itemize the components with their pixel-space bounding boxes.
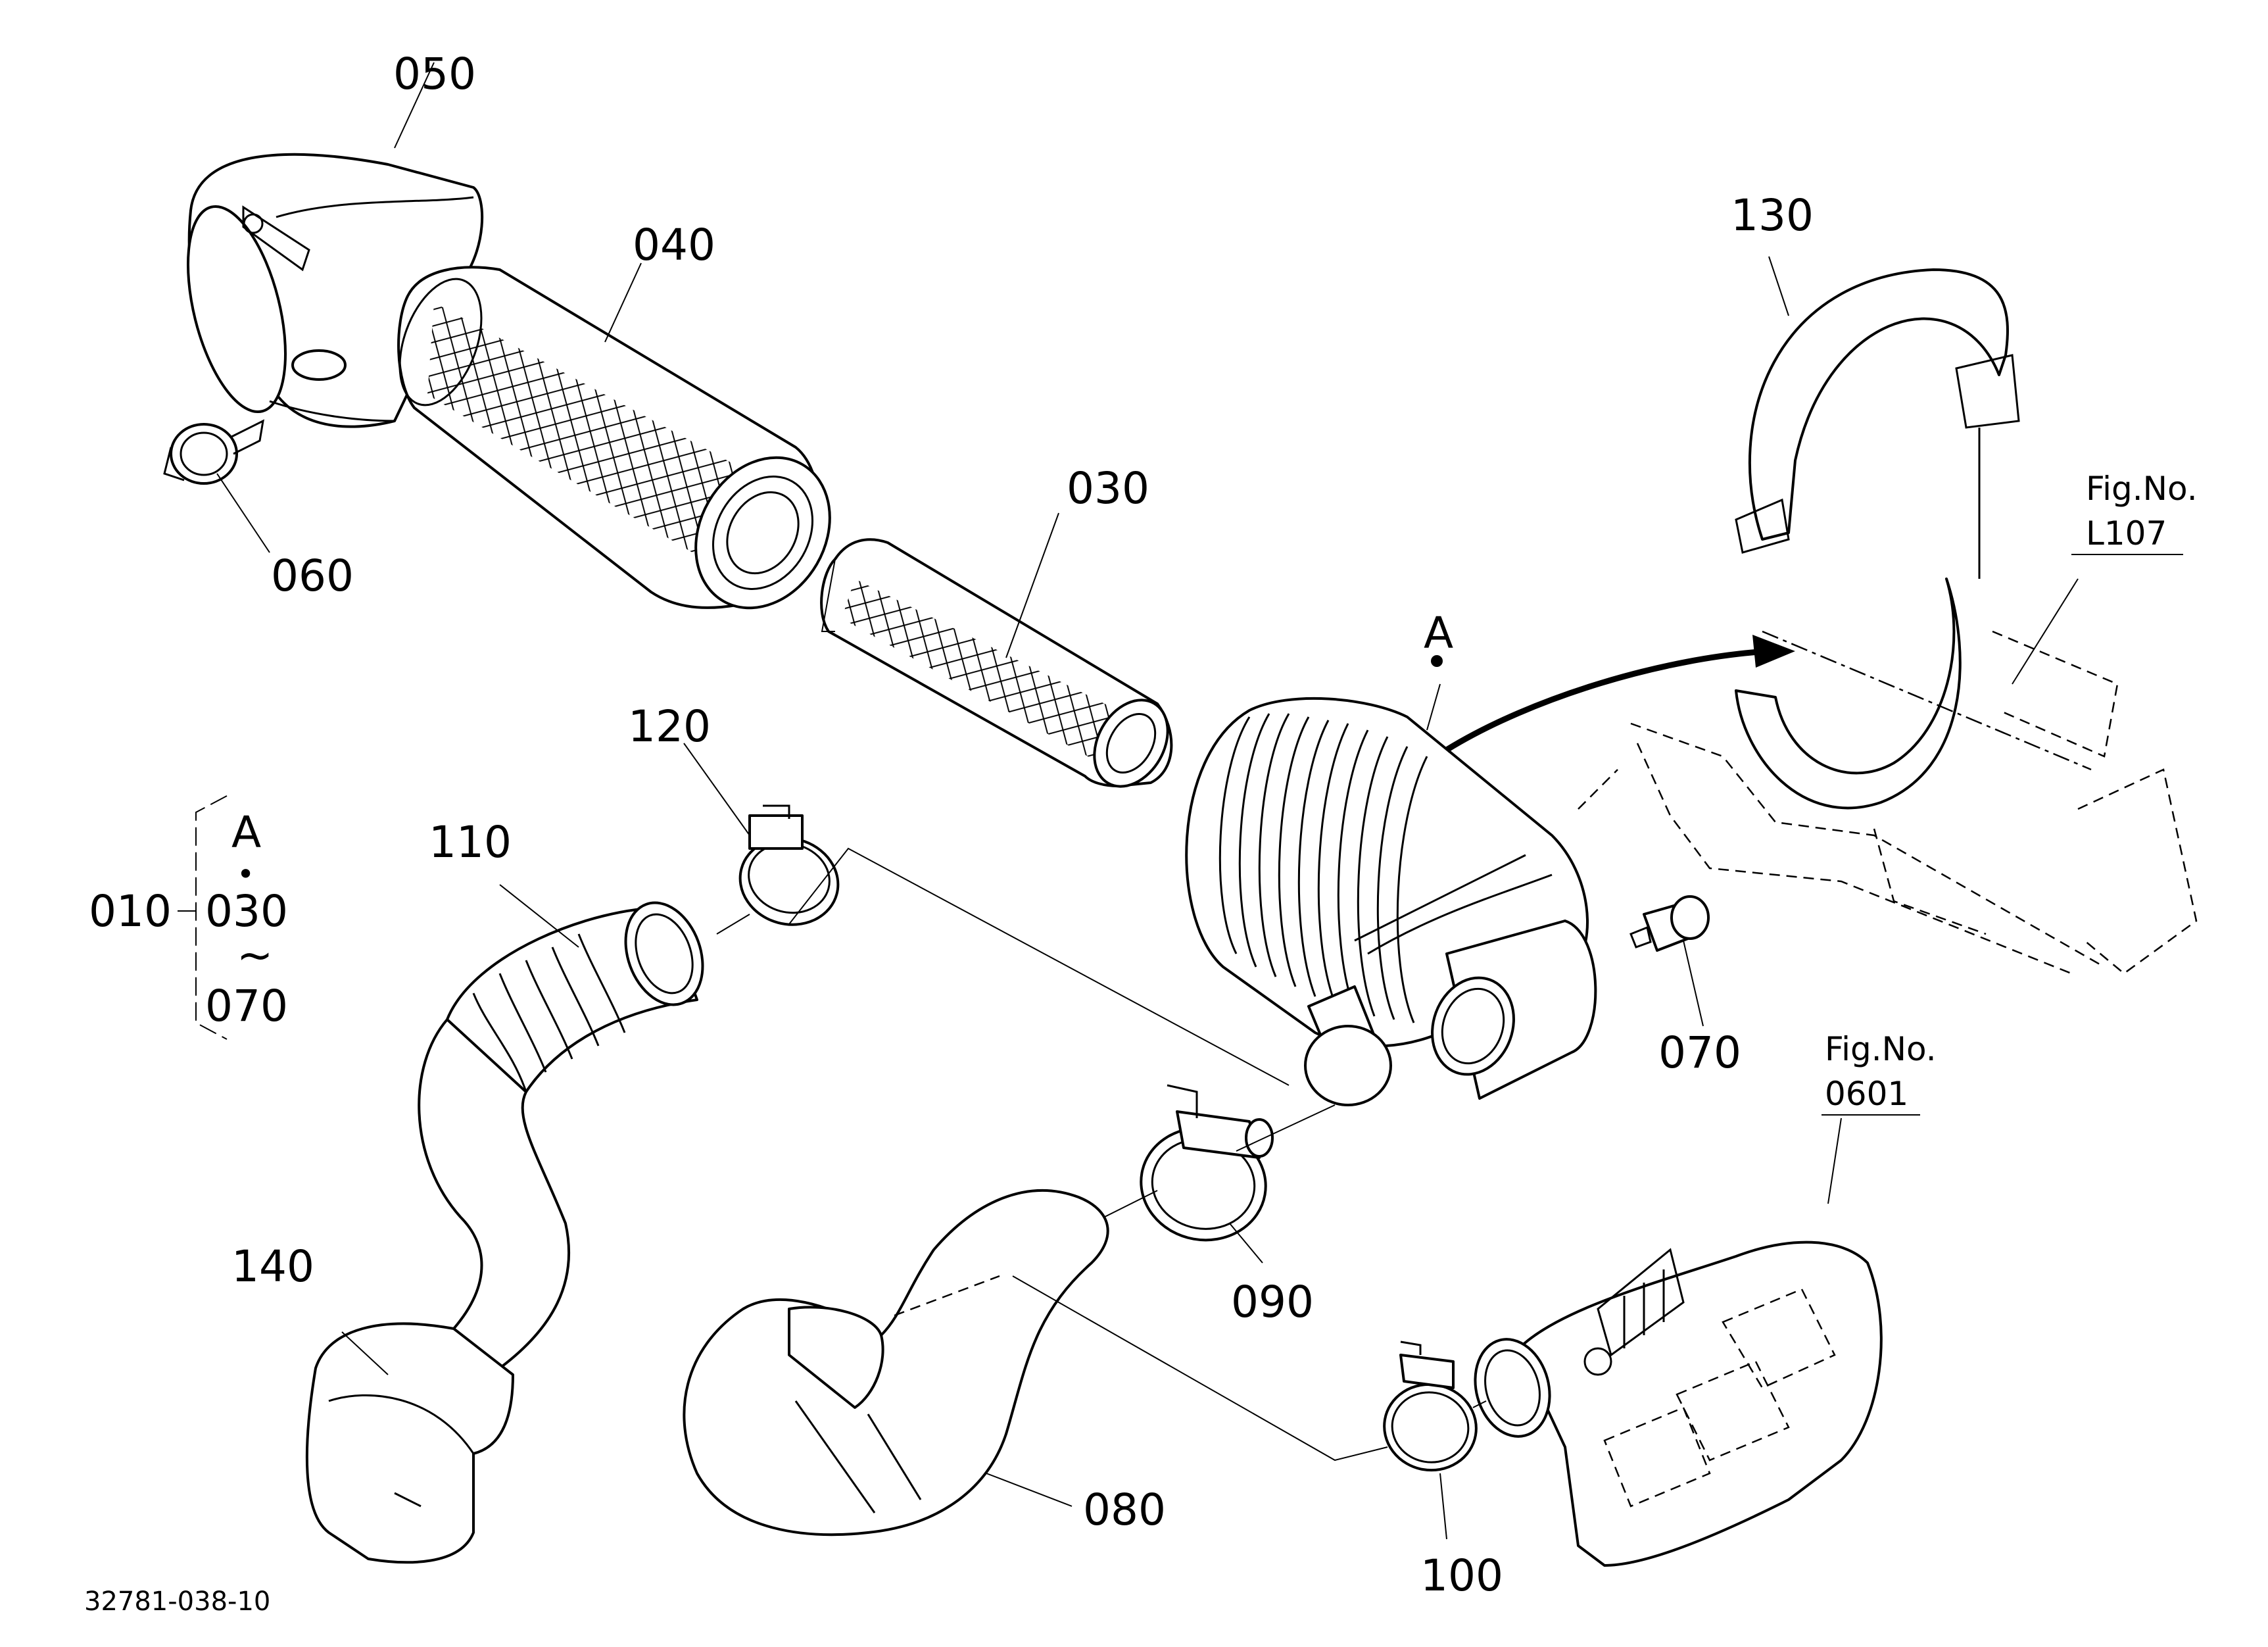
bracket-group-to-label: 070: [205, 981, 288, 1031]
hose-clamp-090-drawing: [1140, 1084, 1274, 1242]
bracket-group-top-label: A: [231, 807, 261, 858]
inner-filter-element-drawing: [820, 538, 1173, 788]
intake-manifold-drawing: [1474, 1241, 1883, 1567]
bracket-group-from-label: 030: [205, 886, 288, 937]
hose-clamp-100-drawing: [1383, 1340, 1478, 1472]
frame-bracket-drawing: [1578, 578, 2198, 975]
part-label-010: 010: [89, 886, 172, 937]
bracket-group-010: [178, 795, 228, 1040]
part-label-140: 140: [231, 1241, 314, 1292]
part-label-050: 050: [393, 49, 476, 99]
bracket-group-dot: •: [237, 856, 254, 892]
part-label-110: 110: [429, 817, 512, 868]
fig-ref-l107-line1[interactable]: Fig.No.: [2086, 470, 2198, 508]
fig-ref-underlines: [1822, 554, 2183, 1116]
mounting-band-drawing: [1735, 268, 2020, 579]
part-label-080: 080: [1083, 1485, 1166, 1535]
restriction-indicator-drawing: [1629, 895, 1710, 952]
reference-marker-a: A: [1424, 608, 1453, 658]
hose-clamp-120-drawing: [738, 804, 840, 926]
evacuator-valve-drawing: [163, 419, 264, 485]
fig-ref-l107-line2[interactable]: L107: [2086, 514, 2167, 553]
intake-hose-110-drawing: [446, 901, 704, 1093]
fig-ref-0601-line2[interactable]: 0601: [1825, 1075, 1908, 1113]
pre-cleaner-duct-140-drawing: [305, 1018, 571, 1564]
part-label-120: 120: [628, 701, 711, 752]
drawing-code: 32781-038-10: [84, 1586, 270, 1617]
part-label-040: 040: [633, 220, 715, 270]
reference-arrow: [1445, 635, 1795, 752]
part-label-130: 130: [1731, 190, 1814, 241]
part-label-100: 100: [1420, 1550, 1503, 1601]
fig-ref-0601-line1[interactable]: Fig.No.: [1825, 1030, 1937, 1068]
part-label-090: 090: [1231, 1277, 1314, 1327]
part-label-070: 070: [1658, 1027, 1741, 1078]
intake-hose-080-drawing: [683, 1189, 1109, 1536]
part-label-060: 060: [271, 551, 354, 601]
leader-lines: [216, 62, 2079, 1540]
air-cleaner-body-drawing: [1185, 655, 1597, 1106]
part-label-030: 030: [1067, 463, 1149, 514]
bracket-group-tilde: ~: [237, 930, 273, 981]
outer-filter-element-drawing: [397, 266, 831, 610]
